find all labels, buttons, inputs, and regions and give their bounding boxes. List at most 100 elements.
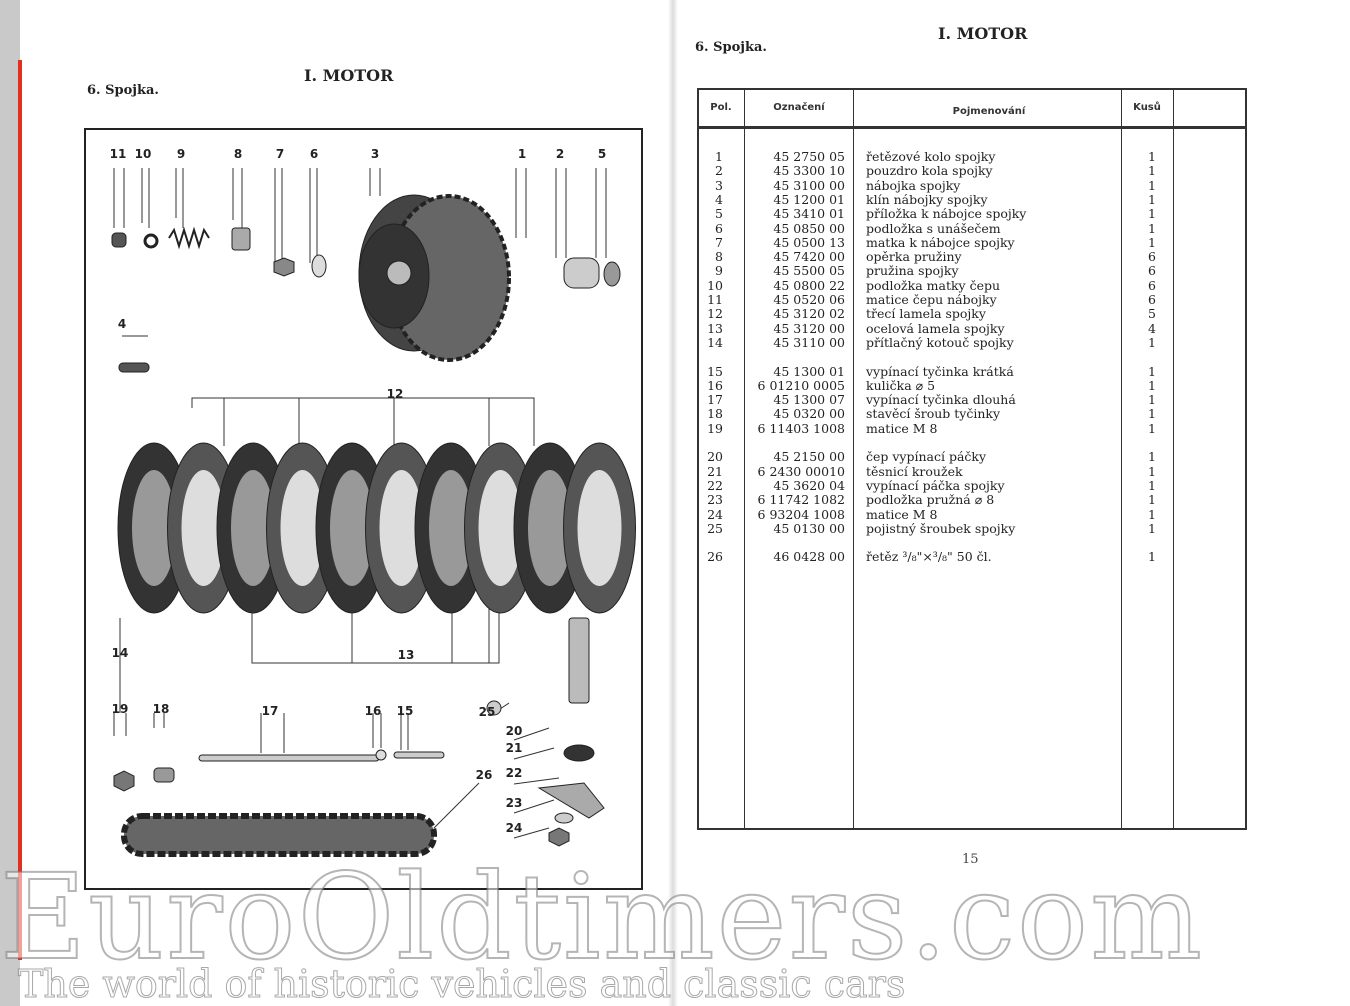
cell-name: pouzdro kola spojky [866, 163, 993, 179]
callout-label: 19 [111, 702, 129, 716]
callout-label: 21 [505, 741, 523, 755]
disc-center-hole [577, 470, 622, 586]
cell-pol: 3 [715, 177, 723, 193]
cell-name: matice M 8 [866, 506, 938, 522]
cell-name: třecí lamela spojky [866, 306, 986, 322]
cell-pol: 16 [707, 377, 723, 393]
watermark-tagline: The world of historic vehicles and class… [17, 962, 906, 1006]
cell-qty: 1 [1148, 191, 1156, 207]
callout-label: 26 [475, 768, 493, 782]
cell-name: podložka pružná ⌀ 8 [866, 492, 995, 508]
callout-label: 2 [555, 147, 565, 161]
cell-qty: 1 [1148, 220, 1156, 236]
cell-code: 45 5500 05 [773, 263, 845, 279]
callout-label: 22 [505, 766, 523, 780]
cell-qty: 1 [1148, 492, 1156, 508]
callout-label: 14 [111, 646, 129, 660]
callout-label: 3 [370, 147, 380, 161]
cell-pol: 21 [707, 463, 723, 479]
callout-label: 23 [505, 796, 523, 810]
cell-qty: 6 [1148, 292, 1156, 307]
cell-pol: 25 [707, 520, 723, 536]
cell-qty: 1 [1148, 506, 1156, 522]
book-edge [0, 0, 20, 1006]
cell-code: 45 3120 00 [773, 320, 845, 336]
callout-label: 10 [134, 147, 152, 161]
cell-pol: 15 [707, 363, 723, 379]
cell-code: 45 3120 02 [773, 306, 845, 322]
cell-pol: 12 [707, 306, 723, 322]
callout-label: 12 [386, 387, 404, 401]
cell-code: 45 0130 00 [773, 520, 845, 536]
cell-pol: 5 [715, 206, 723, 222]
cell-name: podložka matky čepu [866, 277, 1001, 293]
column-header-oznaceni: Označení [773, 102, 825, 113]
callout-label: 15 [396, 704, 414, 718]
disc-center-hole [280, 470, 325, 586]
callout-label: 6 [309, 147, 319, 161]
cell-pol: 10 [707, 277, 723, 293]
table-row: 12 45 3120 02 třecí lamela spojky 5 [699, 307, 1245, 321]
cell-code: 6 01210 0005 [757, 377, 845, 393]
cell-qty: 5 [1148, 306, 1156, 322]
cell-code: 45 0520 06 [773, 292, 845, 307]
cell-pol: 8 [715, 249, 723, 265]
right-page-title: I. MOTOR [938, 24, 1028, 43]
cell-pol: 26 [707, 549, 723, 565]
cell-qty: 1 [1148, 449, 1156, 465]
callout-label: 5 [597, 147, 607, 161]
cell-name: ocelová lamela spojky [866, 320, 1005, 336]
callout-label: 13 [397, 648, 415, 662]
cell-code: 45 0800 22 [773, 277, 845, 293]
cell-code: 6 11742 1082 [757, 492, 845, 508]
cell-code: 45 0850 00 [773, 220, 845, 236]
cell-qty: 1 [1148, 463, 1156, 479]
cell-qty: 1 [1148, 163, 1156, 179]
book-spine-edge [18, 60, 22, 960]
column-header-pojmenovani: Pojmenování [952, 106, 1026, 117]
column-header-pol: Pol. [710, 102, 732, 113]
cell-code: 45 2750 05 [773, 149, 845, 164]
cell-name: matka k nábojce spojky [866, 234, 1015, 250]
cell-qty: 1 [1148, 420, 1156, 436]
disc-center-hole [330, 470, 374, 586]
cell-name: nábojka spojky [866, 177, 961, 193]
cell-code: 6 93204 1008 [757, 506, 845, 522]
column-header-kusu: Kusů [1133, 102, 1161, 113]
cell-qty: 1 [1148, 234, 1156, 250]
callout-label: 11 [109, 147, 127, 161]
cell-name: pružina spojky [866, 263, 959, 279]
cell-qty: 4 [1148, 320, 1156, 336]
cell-name: podložka s unášečem [866, 220, 1001, 236]
left-section-heading: 6. Spojka. [87, 83, 159, 98]
cell-name: vypínací tyčinka krátká [866, 363, 1014, 379]
diagram-frame [84, 128, 643, 890]
right-section-heading: 6. Spojka. [695, 40, 767, 55]
disc-center-hole [231, 470, 275, 586]
cell-qty: 6 [1148, 277, 1156, 293]
cell-code: 45 1300 01 [773, 363, 845, 379]
table-row: 10 45 0800 22 podložka matky čepu 6 [699, 277, 1245, 293]
cell-code: 6 2430 00010 [757, 463, 845, 479]
callout-label: 24 [505, 821, 523, 835]
cell-name: opěrka pružiny [866, 249, 962, 265]
cell-pol: 2 [715, 163, 723, 179]
cell-name: pojistný šroubek spojky [866, 520, 1016, 536]
disc-center-hole [429, 470, 473, 586]
cell-name: příložka k nábojce spojky [866, 206, 1027, 222]
cell-pol: 20 [707, 449, 723, 465]
page-number: 15 [962, 852, 979, 867]
